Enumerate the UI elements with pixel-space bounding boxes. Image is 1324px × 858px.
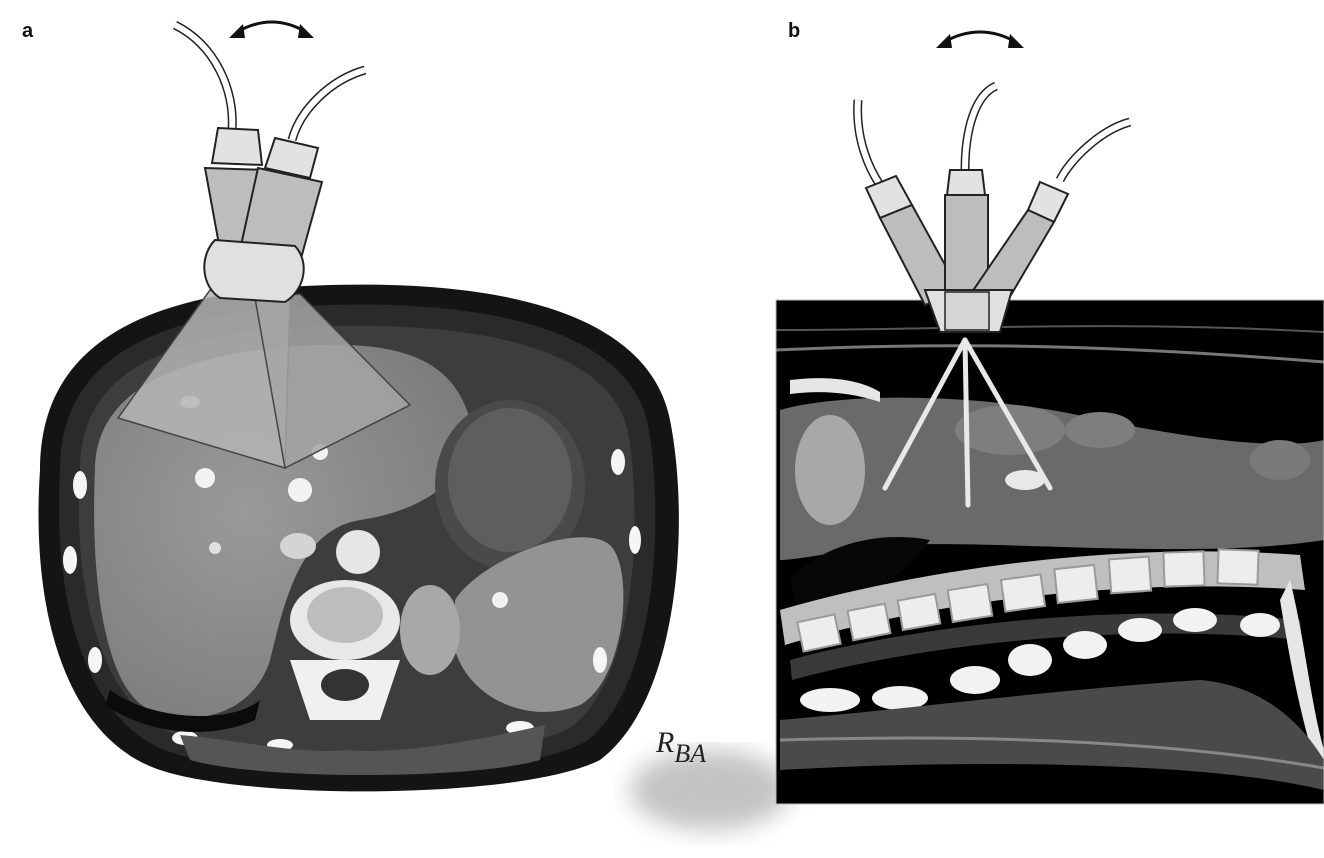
monogram-b: B — [674, 739, 690, 768]
monogram-a: A — [690, 739, 706, 768]
monogram-r: R — [656, 726, 674, 759]
ct-sagittal-slice — [776, 300, 1324, 804]
ultrasound-probe-b — [858, 86, 1130, 332]
publisher-monogram: RBA — [656, 726, 706, 760]
curved-double-arrow-a — [229, 22, 314, 38]
curved-double-arrow-b — [936, 32, 1024, 48]
ultrasound-probe-a — [175, 25, 365, 302]
